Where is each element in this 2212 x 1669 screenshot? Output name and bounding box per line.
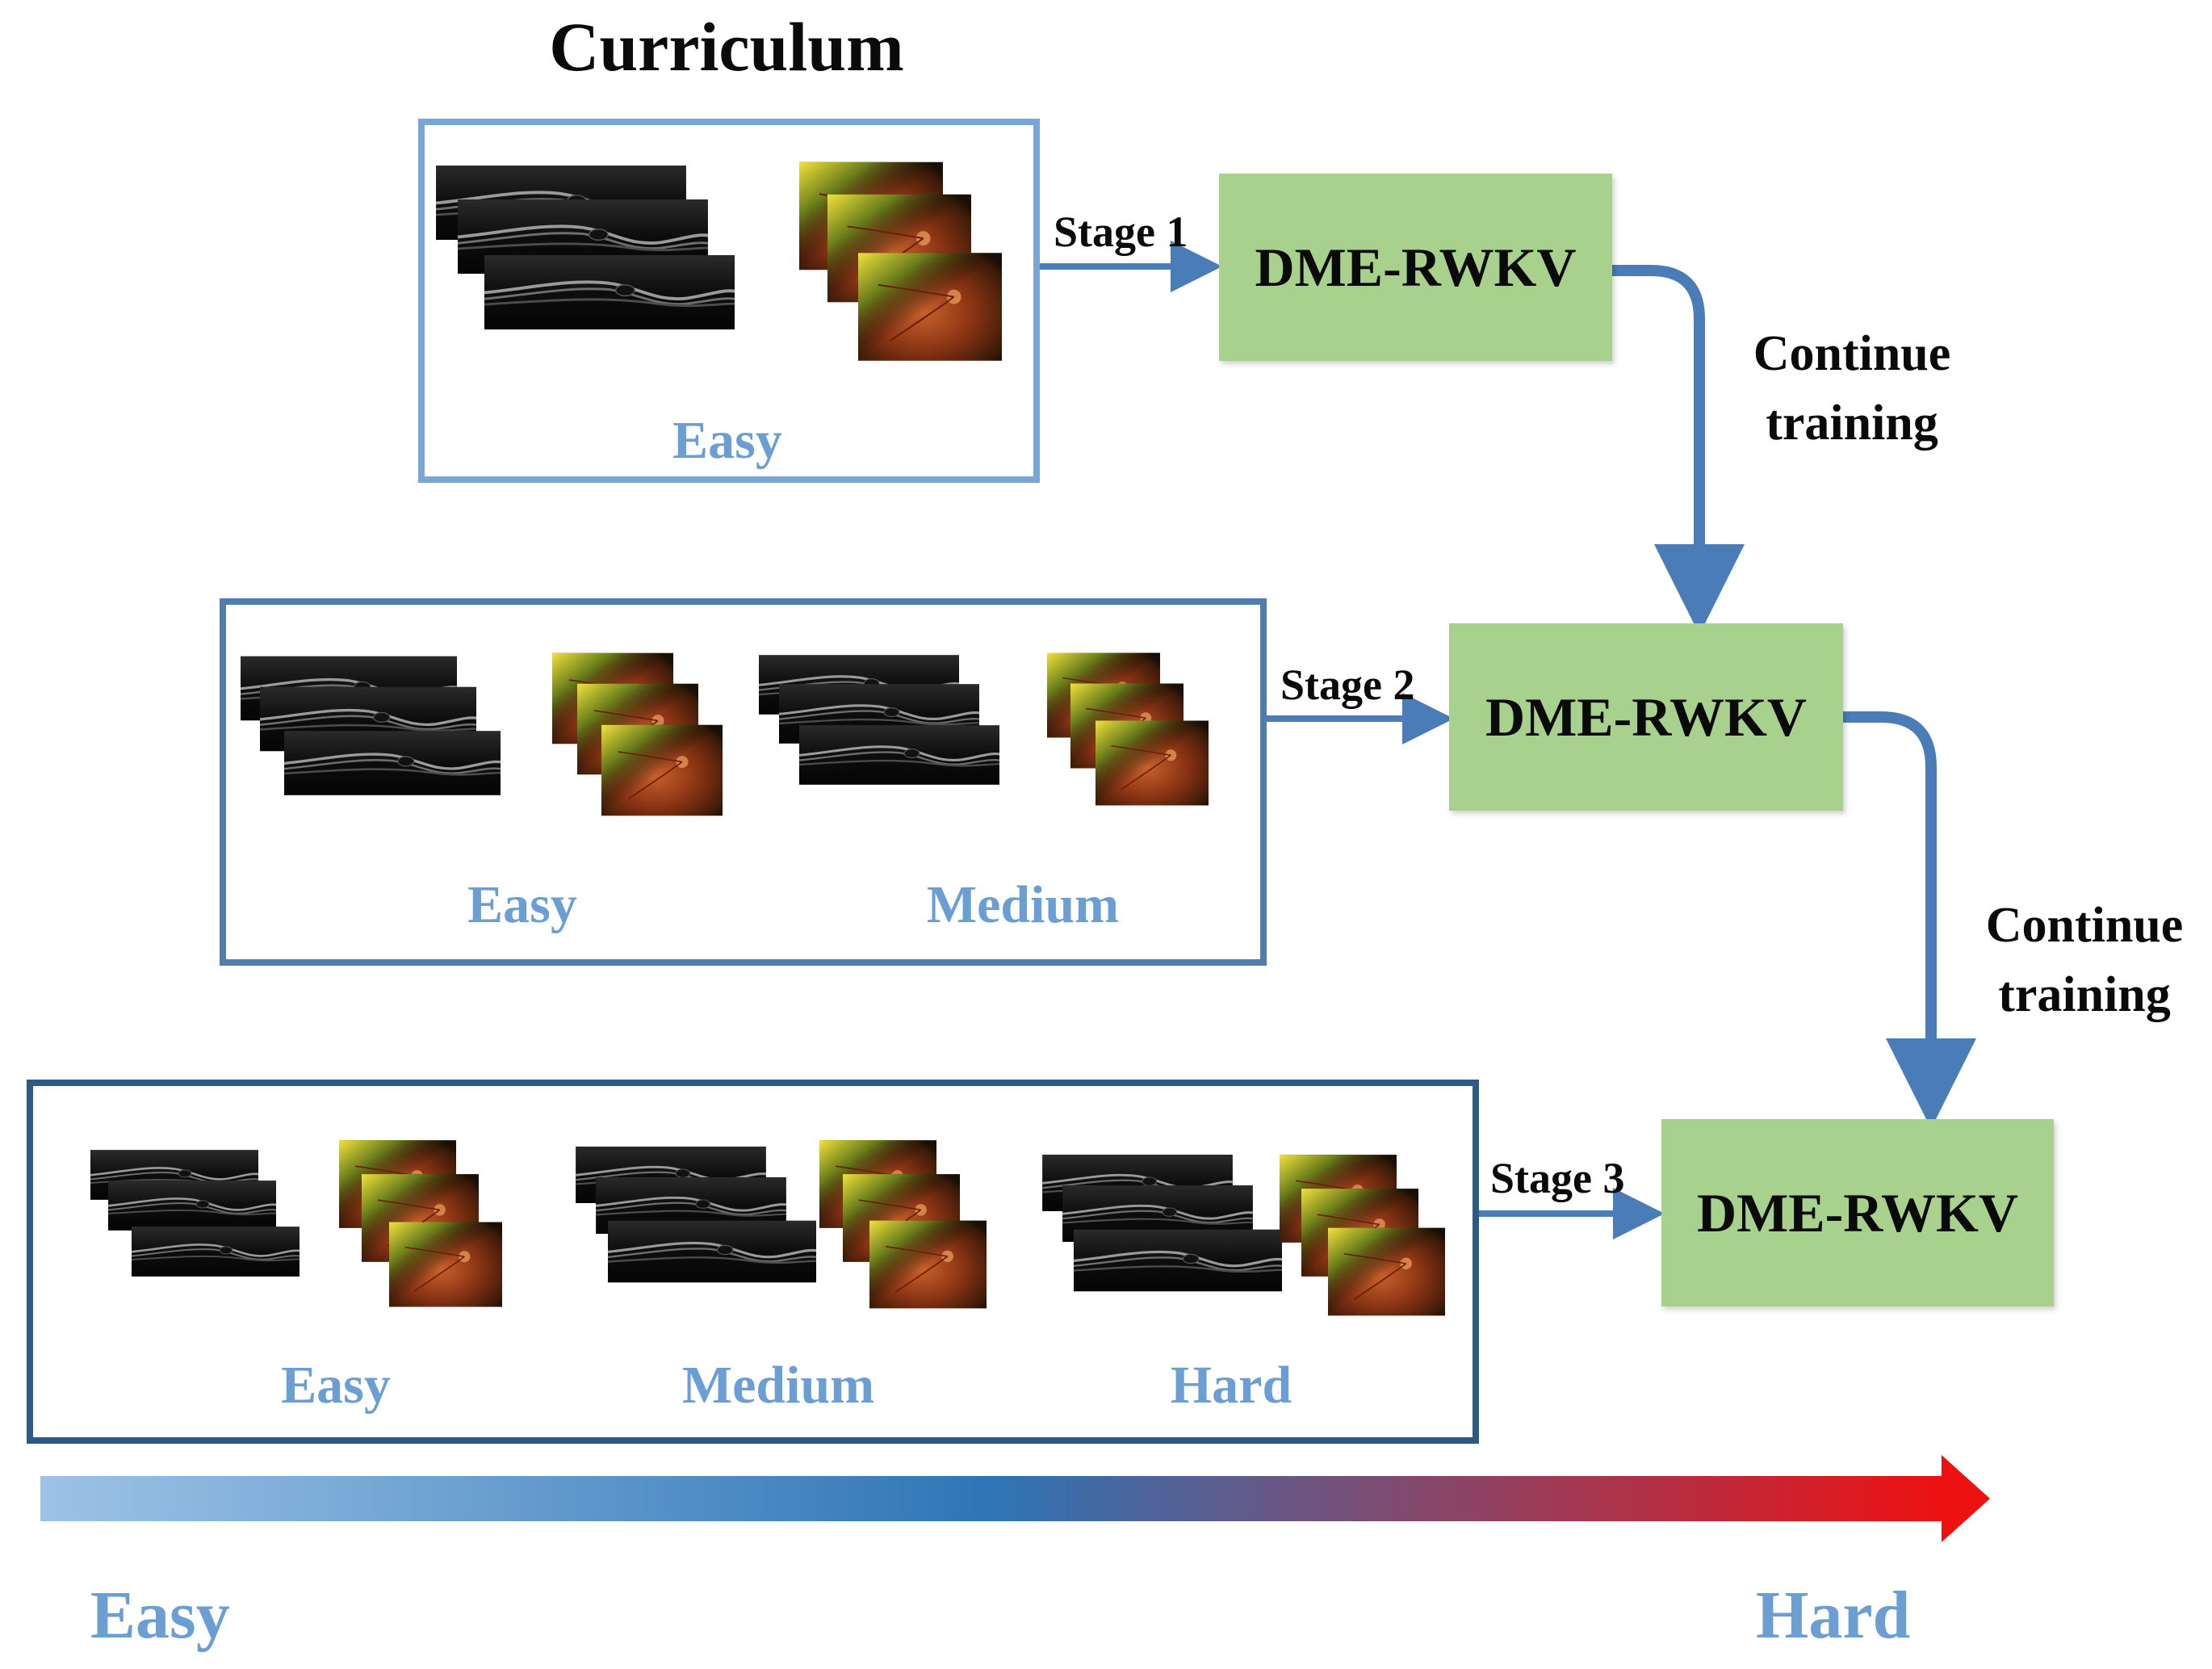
- model-box-stage-1: DME-RWKV: [1219, 174, 1612, 361]
- level-label: Medium: [681, 1356, 875, 1415]
- difficulty-start-label: Easy: [90, 1578, 230, 1653]
- continue-training-label-1: Continue training: [1723, 319, 1981, 458]
- difficulty-gradient-arrow: [40, 1455, 1990, 1542]
- difficulty-end-label: Hard: [1756, 1578, 1911, 1653]
- continue-arrow-2: [1843, 711, 1976, 1129]
- level-label: Medium: [926, 875, 1120, 934]
- diagram-title: Curriculum: [549, 8, 904, 86]
- stage-3-data-box: [27, 1080, 1479, 1444]
- stage-2-data-box: [220, 598, 1267, 966]
- continue-line: Continue: [1753, 326, 1951, 381]
- stage-2-label: Stage 2: [1280, 660, 1415, 709]
- continue-line: Continue: [1985, 898, 2184, 953]
- level-label: Easy: [281, 1356, 391, 1415]
- continue-arrow-1: [1612, 265, 1745, 635]
- continue-training-label-2: Continue training: [1955, 891, 2212, 1029]
- level-label: Easy: [672, 411, 782, 470]
- training-line: training: [1766, 396, 1938, 451]
- level-label: Easy: [467, 875, 577, 934]
- stage-1-data-box: [418, 119, 1040, 483]
- training-line: training: [1998, 967, 2171, 1022]
- model-box-stage-2: DME-RWKV: [1449, 623, 1843, 811]
- model-box-stage-3: DME-RWKV: [1661, 1119, 2054, 1306]
- stage-1-label: Stage 1: [1054, 208, 1188, 256]
- stage-3-label: Stage 3: [1490, 1154, 1625, 1202]
- level-label: Hard: [1170, 1356, 1292, 1415]
